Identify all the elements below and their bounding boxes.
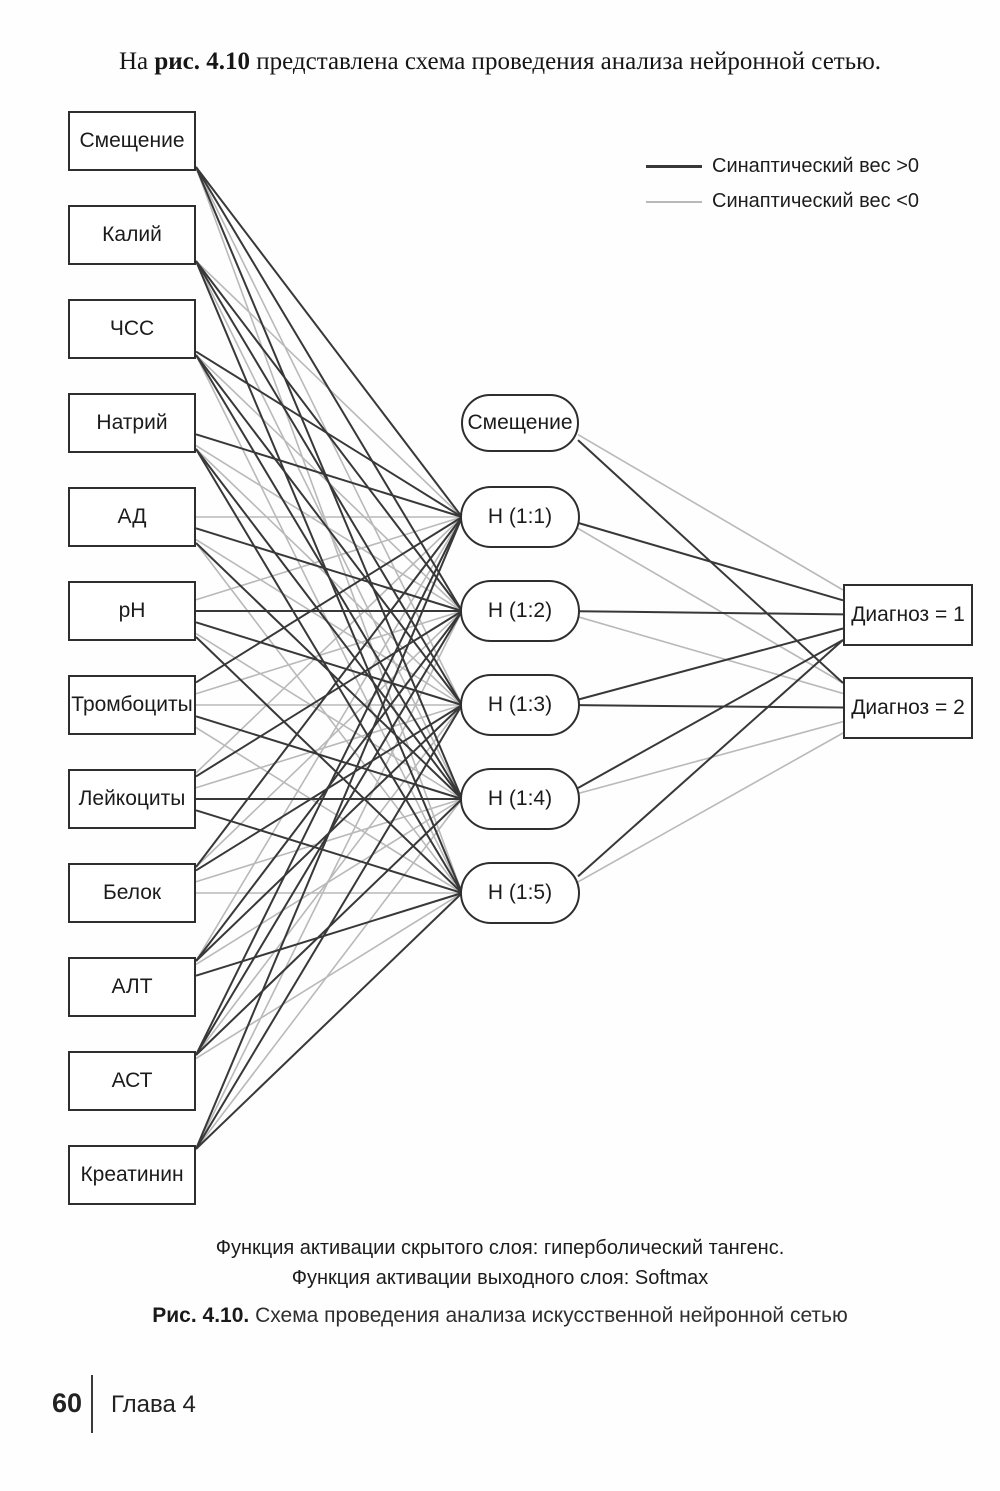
edge-kreatinin-h5 (195, 892, 463, 1150)
edge-alt-h5 (195, 892, 463, 977)
figure-reference: рис. 4.10 (154, 48, 251, 75)
input-node-leykocity: Лейкоциты (68, 769, 196, 829)
activation-line-1: Функция активации скрытого слоя: гипербо… (215, 1237, 785, 1259)
intro-suffix: представлена схема проведения анализа не… (250, 48, 882, 75)
edge-kreatinin-h3 (195, 704, 463, 1150)
edge-leykocity-h1 (195, 516, 463, 774)
input-node-trombocity: Тромбоциты (68, 675, 196, 735)
legend-label-negative: Синаптический вес <0 (712, 190, 920, 212)
edge-ad-h3 (195, 538, 463, 706)
edge-kreatinin-h2 (195, 610, 463, 1150)
input-node-chss: ЧСС (68, 299, 196, 359)
edge-ph-h4 (195, 632, 463, 800)
edge-kaliy-h2 (195, 260, 463, 612)
edge-natriy-h1 (195, 433, 463, 518)
edge-bias-h2 (195, 166, 463, 612)
edge-h3-d2 (577, 704, 844, 709)
edge-ph-h3 (195, 621, 463, 706)
edge-h1-d2 (577, 527, 844, 684)
hidden-node-h2: H (1:2) (460, 580, 580, 642)
edge-chss-h4 (195, 354, 463, 800)
edge-trombocity-h4 (195, 715, 463, 800)
edge-bias-h1 (195, 166, 463, 518)
hidden-node-h5: H (1:5) (460, 862, 580, 924)
activation-line-2: Функция активации выходного слоя: Softma… (291, 1267, 709, 1289)
edge-h1-d1 (577, 521, 844, 602)
edge-ast-h5 (195, 892, 463, 1060)
edge-ad-h2 (195, 527, 463, 612)
edge-trombocity-h1 (195, 516, 463, 684)
hidden-node-h1: H (1:1) (460, 486, 580, 548)
edge-kaliy-h3 (195, 260, 463, 706)
page-footer: 60 Глава 4 (0, 1370, 1000, 1440)
legend-swatch-positive-line (646, 165, 702, 168)
edge-h5-d1 (577, 639, 844, 878)
figure-caption: Рис. 4.10. Схема проведения анализа иску… (0, 1304, 1000, 1328)
figure-caption-text: Схема проведения анализа искусственной н… (249, 1304, 848, 1327)
edge-ph-h5 (195, 636, 463, 894)
edge-chss-h1 (195, 350, 463, 518)
output-node-d2: Диагноз = 2 (843, 677, 973, 739)
hidden-node-h4: H (1:4) (460, 768, 580, 830)
edge-alt-h1 (195, 516, 463, 962)
edge-chss-h3 (195, 354, 463, 706)
input-node-ad: АД (68, 487, 196, 547)
input-node-kaliy: Калий (68, 205, 196, 265)
input-node-alt: АЛТ (68, 957, 196, 1017)
activation-note: Функция активации скрытого слоя: гипербо… (0, 1233, 1000, 1293)
legend-label-positive: Синаптический вес >0 (712, 155, 920, 177)
input-node-kreatinin: Креатинин (68, 1145, 196, 1205)
edge-h3-d1 (577, 627, 844, 701)
edge-ast-h1 (195, 516, 463, 1056)
input-node-belok: Белок (68, 863, 196, 923)
edge-ad-h5 (195, 542, 463, 894)
edge-ad-h4 (195, 542, 463, 800)
page-number: 60 (52, 1388, 83, 1418)
hidden-node-h3: H (1:3) (460, 674, 580, 736)
edge-leykocity-h2 (195, 610, 463, 778)
edge-h2-d1 (577, 610, 844, 616)
edge-kreatinin-h1 (195, 516, 463, 1150)
input-node-ph: pH (68, 581, 196, 641)
edge-h2-d2 (577, 616, 844, 695)
input-node-natriy: Натрий (68, 393, 196, 453)
hidden-node-hbias: Смещение (461, 394, 579, 452)
input-node-ast: АСТ (68, 1051, 196, 1111)
edge-leykocity-h5 (195, 809, 463, 894)
edge-belok-h1 (195, 516, 463, 868)
output-node-d1: Диагноз = 1 (843, 584, 973, 646)
edge-leykocity-h3 (195, 704, 463, 789)
edge-hbias-d1 (577, 433, 844, 591)
edge-natriy-h4 (195, 448, 463, 800)
legend-item-negative: Синаптический вес <0 (646, 190, 919, 213)
footer-divider (91, 1375, 93, 1433)
edge-h4-d1 (577, 639, 844, 789)
edge-belok-h4 (195, 798, 463, 883)
intro-prefix: На (118, 48, 155, 75)
edge-trombocity-h5 (195, 726, 463, 894)
input-node-bias: Смещение (68, 111, 196, 171)
legend-swatch-negative-line (646, 200, 702, 203)
edge-natriy-h2 (195, 444, 463, 612)
edge-h5-d2 (577, 732, 844, 883)
intro-text: На рис. 4.10 представлена схема проведен… (0, 48, 1000, 76)
chapter-title: Глава 4 (111, 1391, 196, 1418)
legend-item-positive: Синаптический вес >0 (646, 155, 919, 178)
figure-caption-label: Рис. 4.10. (152, 1304, 250, 1327)
edge-kreatinin-h4 (195, 798, 463, 1150)
